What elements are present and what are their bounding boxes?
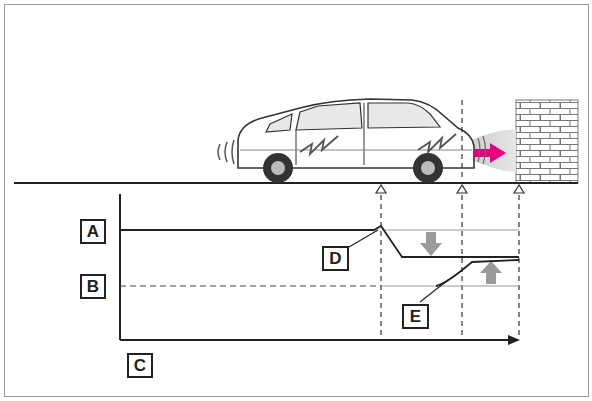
brick-wall [516, 100, 578, 183]
vibration-marks [300, 134, 456, 154]
curve-a [120, 226, 519, 257]
letter-box: A [80, 219, 106, 244]
sonar-waves [478, 136, 486, 164]
decrease-arrow [420, 232, 442, 256]
motion-lines [218, 140, 234, 164]
leader-line [349, 230, 378, 247]
curve-e [436, 260, 519, 286]
callout-letter: B [87, 278, 99, 295]
letter-box: E [402, 304, 429, 329]
letter-box: B [80, 274, 106, 299]
increase-arrow [480, 261, 502, 284]
axis-arrowhead [508, 335, 520, 345]
callout-letter: D [329, 250, 341, 267]
callout-letter: E [410, 308, 421, 325]
letter-box: D [322, 246, 349, 271]
x-axis [120, 339, 510, 341]
leader-line [420, 280, 448, 302]
y-axis [119, 194, 121, 340]
sensor-zone [472, 130, 516, 172]
position-markers [376, 185, 524, 193]
time-markers [381, 100, 519, 340]
ground-line [14, 182, 578, 184]
curve-b [120, 285, 381, 286]
callout-letter: A [87, 223, 99, 240]
frame [5, 5, 589, 397]
reference-lines [381, 230, 519, 286]
letter-box: C [127, 353, 153, 378]
minivan [238, 99, 474, 183]
callout-letter: C [134, 357, 146, 374]
